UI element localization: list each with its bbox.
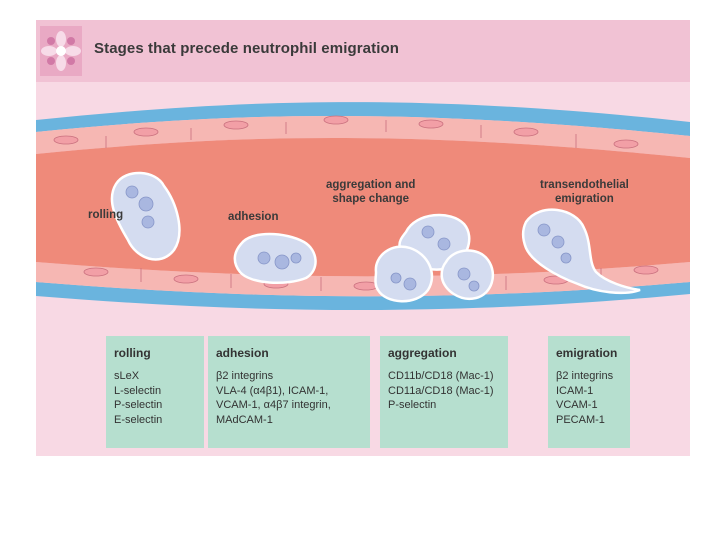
leukocyte-nucleus (457, 267, 471, 281)
stage-label-adhesion: adhesion (228, 211, 279, 223)
endothelial-nucleus (223, 120, 249, 130)
vessel-wall-bottom (36, 282, 690, 311)
molecule-list: CD11b/CD18 (Mac-1) CD11a/CD18 (Mac-1) P-… (388, 369, 494, 413)
figure-title: Stages that precede neutrophil emigratio… (94, 40, 399, 57)
endothelial-nucleus (633, 265, 659, 275)
leukocyte-aggregation-2 (374, 245, 434, 303)
box-emigration: emigration β2 integrins ICAM-1 VCAM-1 PE… (548, 336, 630, 448)
list-item: MAdCAM-1 (216, 413, 273, 426)
figure-panel: Stages that precede neutrophil emigratio… (36, 20, 690, 456)
box-title: emigration (556, 346, 618, 360)
molecule-list: β2 integrins VLA-4 (α4β1), ICAM-1, VCAM-… (216, 369, 331, 427)
leukocyte-nucleus (468, 280, 480, 292)
figure-header: Stages that precede neutrophil emigratio… (36, 20, 690, 82)
list-item: PECAM-1 (556, 413, 605, 426)
vessel-wall-top (36, 102, 690, 136)
list-item: P-selectin (114, 399, 163, 411)
list-item: sLeX (114, 370, 140, 382)
endothelial-nucleus (53, 135, 79, 145)
endothelial-nucleus (323, 115, 349, 125)
box-title: aggregation (388, 346, 457, 360)
list-item: L-selectin (114, 384, 162, 397)
stage-label-rolling: rolling (88, 209, 124, 221)
box-rolling: rolling sLeX L-selectin P-selectin E-sel… (106, 336, 204, 448)
leukocyte-nucleus (437, 237, 451, 251)
box-title: rolling (114, 346, 151, 360)
molecule-list: sLeX L-selectin P-selectin E-selectin (114, 369, 162, 427)
leukocyte-nucleus (125, 185, 139, 199)
leukocyte-nucleus (421, 225, 435, 239)
endothelial-nucleus (83, 267, 109, 277)
endothelium-top (36, 115, 690, 158)
leukocyte-nucleus (403, 277, 417, 291)
box-title: adhesion (216, 346, 269, 360)
box-adhesion: adhesion β2 integrins VLA-4 (α4β1), ICAM… (208, 336, 370, 448)
molecule-list: β2 integrins ICAM-1 VCAM-1 PECAM-1 (556, 369, 613, 427)
list-item: β2 integrins (556, 370, 614, 382)
stage-label-emigration: transendothelial emigration (540, 179, 629, 205)
leukocyte-nucleus (141, 215, 155, 229)
leukocyte-nucleus (390, 272, 402, 284)
list-item: CD11b/CD18 (Mac-1) (388, 370, 494, 382)
leukocyte-emigration (521, 208, 641, 295)
endothelial-nucleus (418, 119, 444, 129)
leukocyte-nucleus (537, 223, 551, 237)
endothelial-nucleus (613, 139, 639, 149)
list-item: β2 integrins (216, 370, 274, 382)
leukocyte-nucleus (560, 252, 572, 264)
leukocyte-nucleus (257, 251, 271, 265)
endothelial-nucleus (353, 281, 379, 291)
leukocyte-nucleus (551, 235, 565, 249)
leukocyte-nucleus (138, 196, 154, 212)
flower-logo-icon (40, 26, 82, 76)
endothelium-bottom (36, 262, 690, 297)
list-item: VCAM-1, α4β7 integrin, (216, 399, 331, 411)
list-item: P-selectin (388, 399, 437, 411)
leukocyte-nucleus (274, 254, 290, 270)
box-aggregation: aggregation CD11b/CD18 (Mac-1) CD11a/CD1… (380, 336, 508, 448)
endothelial-nucleus (133, 127, 159, 137)
endothelial-nucleus (513, 127, 539, 137)
list-item: E-selectin (114, 413, 163, 426)
list-item: VCAM-1 (556, 399, 598, 411)
stage-label-aggregation: aggregation and shape change (326, 179, 416, 205)
leukocyte-adhesion (233, 232, 317, 284)
blood-vessel-diagram (36, 102, 690, 311)
endothelial-nucleus (173, 274, 199, 284)
list-item: VLA-4 (α4β1), ICAM-1, (216, 384, 329, 397)
list-item: ICAM-1 (556, 384, 594, 397)
list-item: CD11a/CD18 (Mac-1) (388, 384, 494, 397)
leukocyte-nucleus (290, 252, 302, 264)
